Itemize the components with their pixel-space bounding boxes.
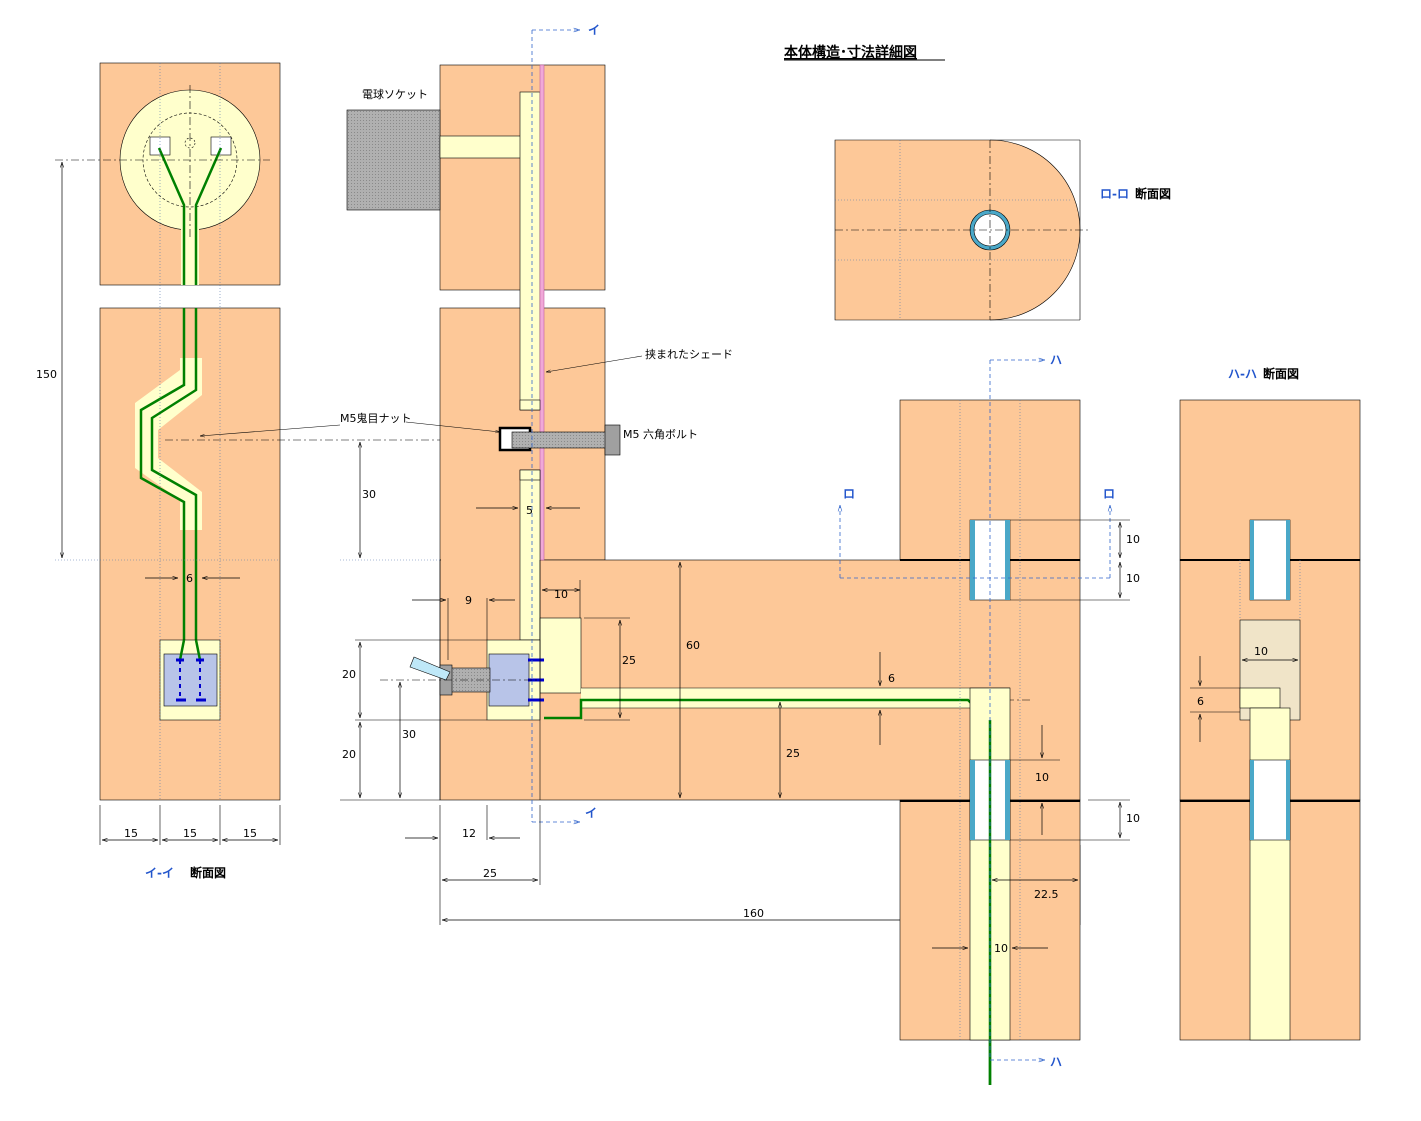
dim-9: 9 [465, 594, 472, 607]
mark-ha-bottom: ハ [1050, 1055, 1062, 1069]
dim-6b: 6 [888, 672, 895, 685]
dim-22-5: 22.5 [1034, 888, 1059, 901]
m5-bolt-shank [511, 431, 618, 449]
wire-upper-left [157, 147, 186, 285]
mark-ro-right: ロ [1103, 487, 1115, 501]
section-ha-suffix: 断面図 [1263, 366, 1299, 381]
shade-label: 挟まれたシェード [645, 347, 733, 361]
dim-10a: 10 [554, 588, 568, 601]
dim-10g: 10 [1254, 645, 1268, 658]
dim-160: 160 [743, 907, 764, 920]
bolt-label: M5 六角ボルト [623, 428, 698, 441]
dim-60: 60 [686, 639, 700, 652]
dim-10e: 10 [1126, 812, 1140, 825]
terminal-left [149, 136, 171, 156]
mark-i-top: イ [588, 23, 600, 37]
section-ha-label: ハ-ハ [1228, 367, 1257, 381]
wire-lower-right [150, 308, 198, 640]
bulb-socket [346, 109, 441, 211]
dim-20a: 20 [342, 668, 356, 681]
dim-150: 150 [36, 368, 57, 381]
section-ro-label: ロ-ロ [1100, 187, 1129, 201]
section-i-dimensions: 150 6 15 15 15 [36, 162, 281, 845]
m5-bolt-head [604, 424, 621, 456]
mark-ha-top: ハ [1050, 353, 1062, 367]
wire-upper-right [194, 147, 223, 285]
shade-slot [539, 64, 545, 561]
section-i-view [55, 62, 500, 801]
base-detail-dimensions: 10 10 10 10 22.5 10 [932, 519, 1140, 955]
section-i-label: イ-イ [145, 866, 174, 880]
dim-15a: 15 [124, 827, 138, 840]
vertical-channel-lower [519, 469, 541, 641]
dim-25c: 25 [483, 867, 497, 880]
channel-ha [1249, 707, 1291, 1041]
switch-lever [409, 656, 451, 681]
dim-6a: 6 [186, 572, 193, 585]
diagram-title: 本体構造･寸法詳細図 [784, 44, 917, 61]
dim-15b: 15 [183, 827, 197, 840]
section-ro-view [834, 139, 1090, 321]
magnet-ha-lower [1249, 759, 1291, 841]
switch-plate [163, 653, 218, 707]
dim-5: 5 [526, 504, 533, 517]
mark-ro-left: ロ [843, 487, 855, 501]
section-i-suffix: 断面図 [190, 865, 226, 880]
dim-25b: 25 [786, 747, 800, 760]
dim-10b: 10 [1126, 533, 1140, 546]
socket-arm-channel [439, 135, 523, 159]
dim-30a: 30 [362, 488, 376, 501]
dim-20b: 20 [342, 748, 356, 761]
dim-30b: 30 [402, 728, 416, 741]
nut-label: M5鬼目ナット [340, 411, 412, 425]
dim-10c: 10 [1126, 572, 1140, 585]
side-view-dimensions: 30 5 9 10 20 20 30 25 60 6 25 [340, 442, 1081, 925]
dim-10f: 10 [994, 942, 1008, 955]
switch-cavity [539, 617, 582, 694]
mark-i-bottom: イ [585, 806, 597, 820]
zigzag-channel [135, 358, 202, 530]
section-ha-view [1179, 399, 1361, 1041]
horizontal-channel [581, 688, 1010, 708]
dim-6c: 6 [1197, 695, 1204, 708]
base-detail-view [840, 360, 1110, 1085]
dim-10d: 10 [1035, 771, 1049, 784]
dim-25a: 25 [622, 654, 636, 667]
socket-label: 電球ソケット [362, 87, 428, 101]
terminal-right [210, 136, 232, 156]
magnet-ha-upper [1249, 519, 1291, 601]
dim-15c: 15 [243, 827, 257, 840]
section-ro-suffix: 断面図 [1135, 186, 1171, 201]
dim-12: 12 [462, 827, 476, 840]
wire-channel-upper [181, 222, 199, 285]
wire-lower-left [139, 308, 186, 640]
